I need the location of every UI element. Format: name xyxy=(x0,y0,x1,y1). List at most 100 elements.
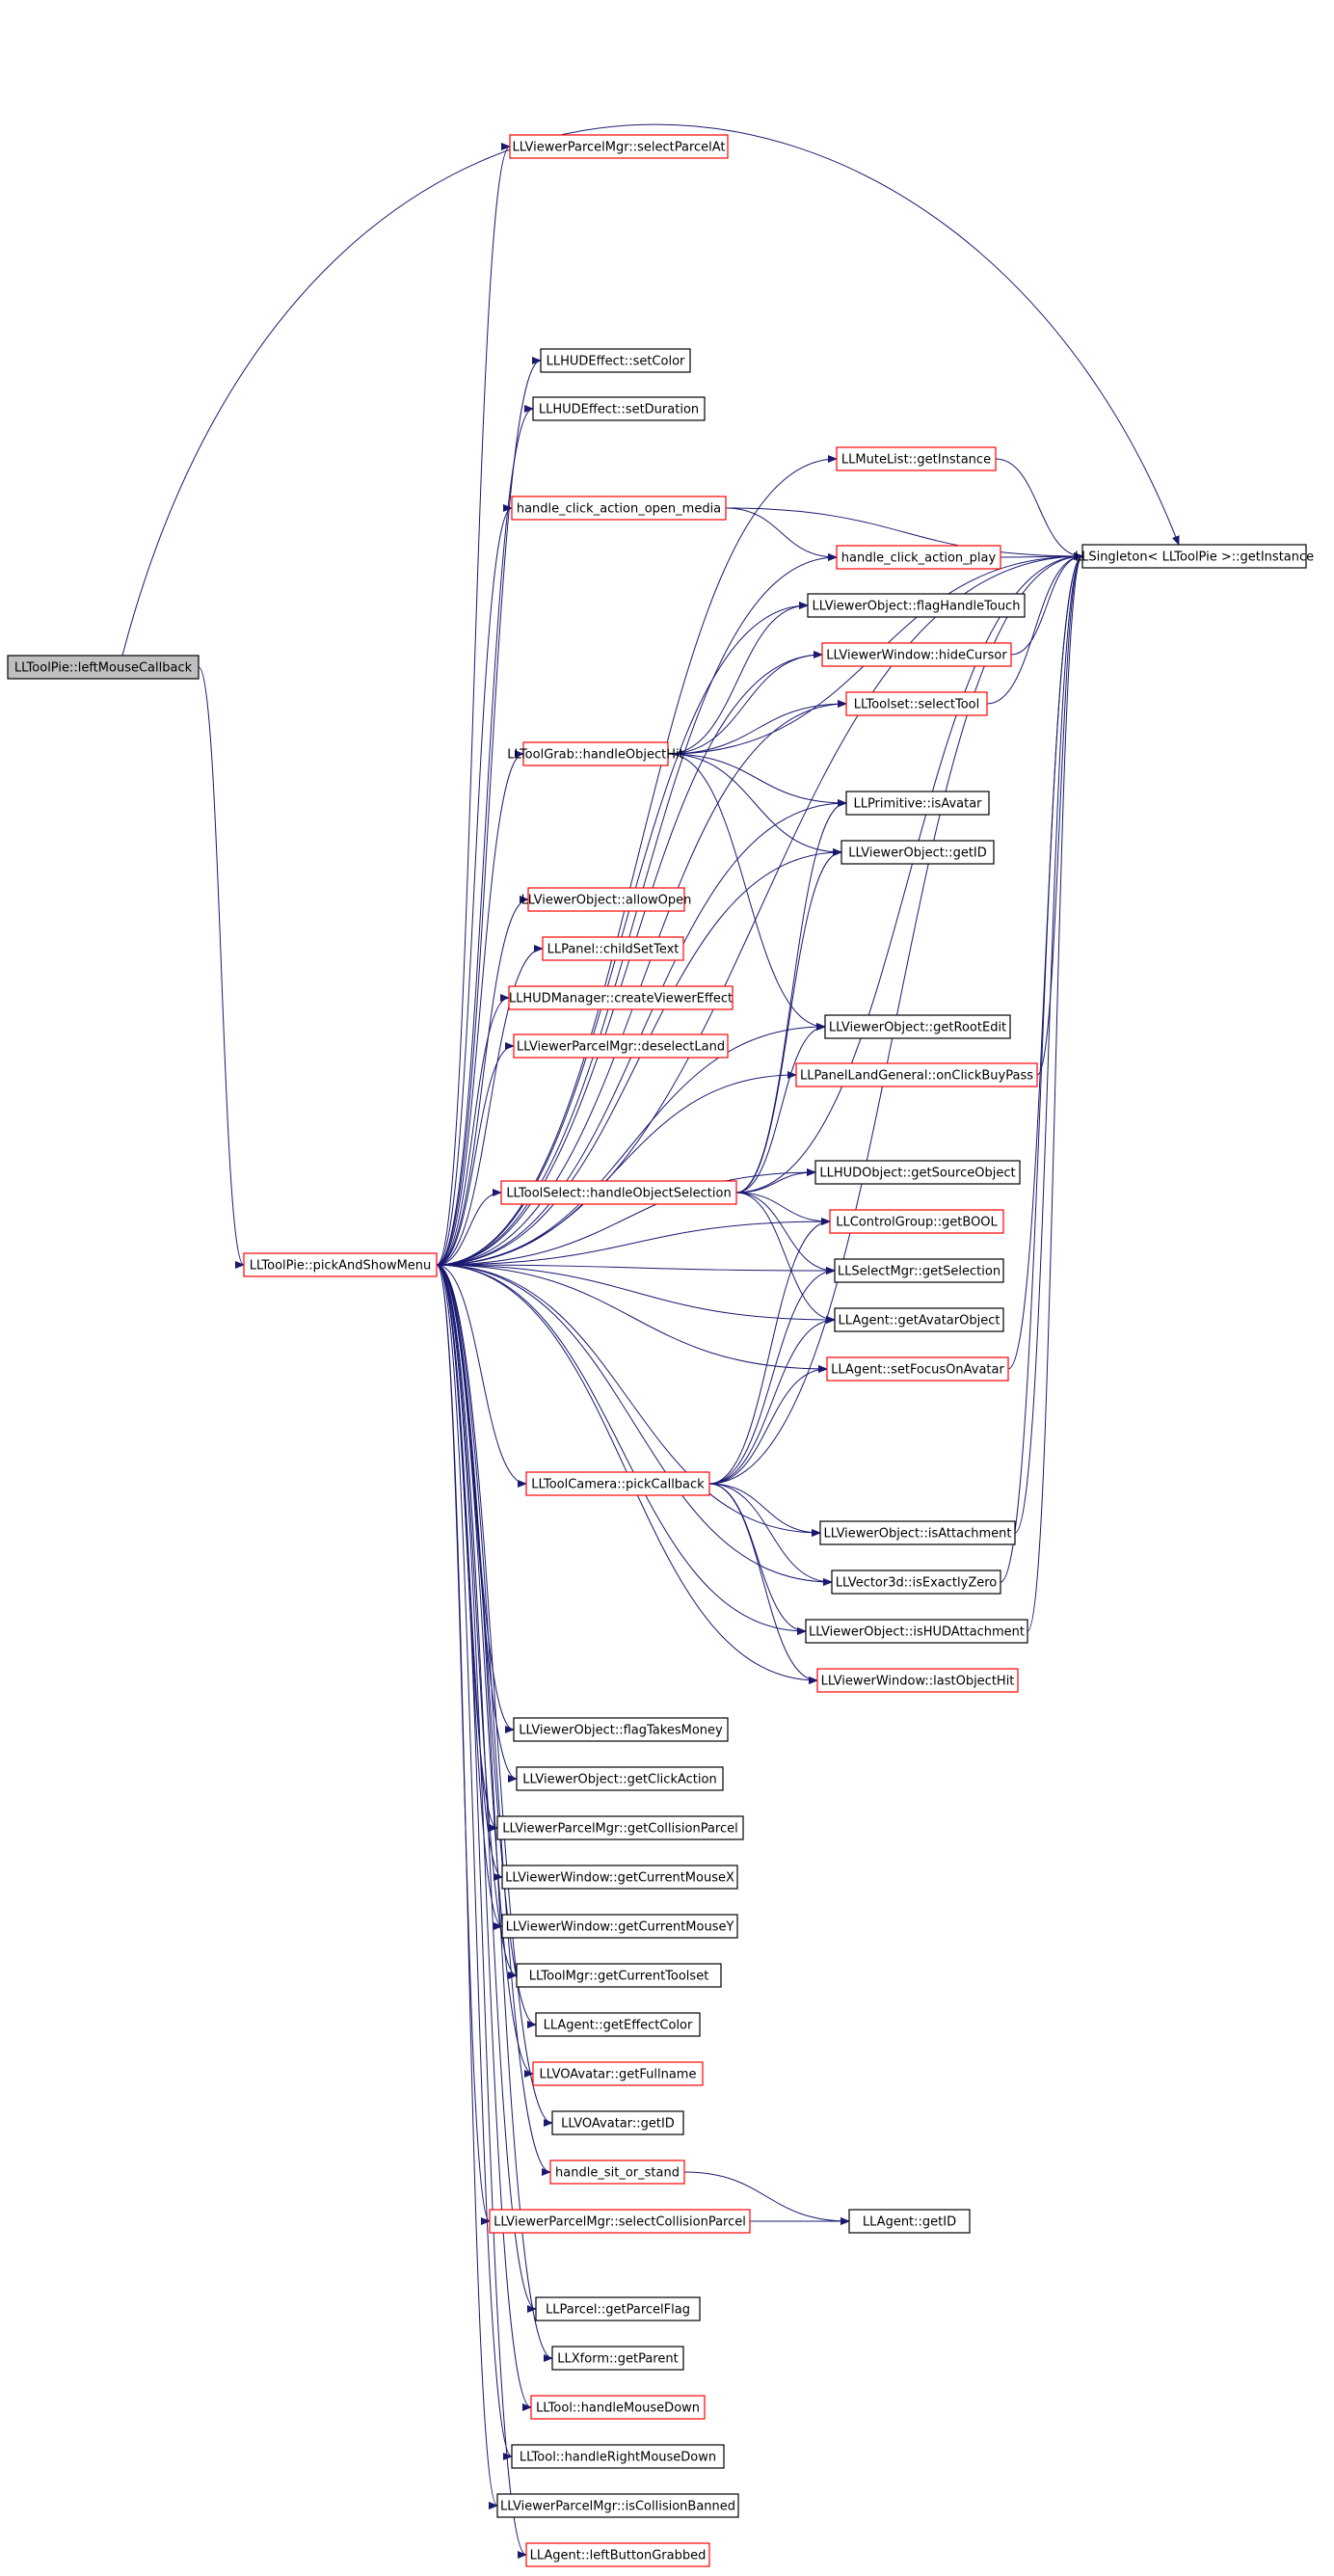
edge-pickAndShowMenu-to-parcelFlag xyxy=(436,1264,537,2313)
node-box xyxy=(1081,544,1307,569)
node-mouseX[interactable]: LLViewerWindow::getCurrentMouseX xyxy=(501,1865,738,1890)
node-box xyxy=(500,1180,737,1205)
node-box xyxy=(508,985,734,1010)
node-getBOOL[interactable]: LLControlGroup::getBOOL xyxy=(829,1209,1004,1234)
edge-grabHit-to-voGetID xyxy=(667,753,842,856)
edge-grabHit-to-flagHandleTouch xyxy=(667,602,809,755)
node-box xyxy=(516,1963,722,1988)
edge-pickAndShowMenu-to-vaGetID xyxy=(436,1264,553,2127)
node-fullname[interactable]: LLVOAvatar::getFullname xyxy=(532,2061,704,2086)
node-muteGetInstance[interactable]: LLMuteList::getInstance xyxy=(836,446,997,471)
node-getRootEdit[interactable]: LLViewerObject::getRootEdit xyxy=(824,1014,1011,1039)
node-label: LLAgent::getEffectColor xyxy=(544,2019,693,2033)
edge-pickCallback-to-isAttachment xyxy=(708,1483,821,1537)
node-deselectLand[interactable]: LLViewerParcelMgr::deselectLand xyxy=(513,1033,729,1059)
node-setFocusOnAvatar[interactable]: LLAgent::setFocusOnAvatar xyxy=(826,1356,1009,1382)
node-xformParent[interactable]: LLXform::getParent xyxy=(551,2346,684,2371)
node-childSetText[interactable]: LLPanel::childSetText xyxy=(542,936,684,961)
node-pickCallback[interactable]: LLToolCamera::pickCallback xyxy=(525,1471,710,1496)
node-grabHit[interactable]: LLToolGrab::handleObjectHit xyxy=(507,741,684,766)
edge-pickAndShowMenu-to-openMedia xyxy=(436,504,513,1266)
node-getAvatarObject[interactable]: LLAgent::getAvatarObject xyxy=(834,1307,1004,1332)
edge-pickAndShowMenu-to-grabHit xyxy=(436,750,524,1266)
edge-pickCallback-to-lastObjectHit xyxy=(708,1483,818,1684)
node-label: handle_sit_or_stand xyxy=(555,2166,680,2181)
node-box xyxy=(522,741,669,766)
node-getSelection[interactable]: LLSelectMgr::getSelection xyxy=(834,1258,1004,1283)
edge-pickAndShowMenu-to-isHUDAttachment xyxy=(436,1264,807,1635)
node-getClickAction[interactable]: LLViewerObject::getClickAction xyxy=(516,1766,724,1791)
node-label: LLHUDManager::createViewerEffect xyxy=(509,992,733,1006)
edge-pickAndShowMenu-to-childSetText xyxy=(436,945,544,1266)
edge-pickAndShowMenu-to-selectTool xyxy=(436,700,847,1266)
node-label: LLAgent::leftButtonGrabbed xyxy=(530,2549,707,2563)
node-label: LLViewerObject::isAttachment xyxy=(824,1527,1012,1542)
node-onClickBuyPass[interactable]: LLPanelLandGeneral::onClickBuyPass xyxy=(795,1062,1038,1087)
edge-pickAndShowMenu-to-rightMouseDown xyxy=(436,1264,513,2460)
node-allowOpen[interactable]: LLViewerObject::allowOpen xyxy=(521,887,692,912)
node-sitOrStand[interactable]: handle_sit_or_stand xyxy=(549,2160,685,2185)
node-isExactlyZero[interactable]: LLVector3d::isExactlyZero xyxy=(831,1570,1001,1595)
edge-selectHit-to-getRootEdit xyxy=(735,1023,826,1194)
node-label: LLHUDEffect::setColor xyxy=(547,355,685,369)
edge-pickAndShowMenu-to-setFocusOnAvatar xyxy=(436,1264,828,1373)
node-currentToolset[interactable]: LLToolMgr::getCurrentToolset xyxy=(516,1963,722,1988)
node-hudSetDuration[interactable]: LLHUDEffect::setDuration xyxy=(532,396,706,421)
edge-pickAndShowMenu-to-hudSetColor xyxy=(436,357,542,1266)
node-flagHandleTouch[interactable]: LLViewerObject::flagHandleTouch xyxy=(807,593,1026,618)
node-label: LLHUDEffect::setDuration xyxy=(539,403,699,417)
node-isAvatar[interactable]: LLPrimitive::isAvatar xyxy=(845,791,990,816)
edge-pickAndShowMenu-to-muteGetInstance xyxy=(436,455,838,1266)
node-mouseDown[interactable]: LLTool::handleMouseDown xyxy=(530,2395,706,2420)
node-box xyxy=(535,2012,701,2037)
node-label: LLViewerObject::flagHandleTouch xyxy=(813,600,1021,614)
node-selectCollisionParcel[interactable]: LLViewerParcelMgr::selectCollisionParcel xyxy=(489,2209,751,2234)
node-rightMouseDown[interactable]: LLTool::handleRightMouseDown xyxy=(511,2444,725,2469)
node-openMedia[interactable]: handle_click_action_open_media xyxy=(511,496,727,521)
node-selectHit[interactable]: LLToolSelect::handleObjectSelection xyxy=(500,1180,737,1205)
node-label: LLTool::handleMouseDown xyxy=(536,2402,700,2416)
node-isAttachment[interactable]: LLViewerObject::isAttachment xyxy=(819,1520,1016,1545)
node-label: LLViewerParcelMgr::selectCollisionParcel xyxy=(494,2215,746,2230)
node-selectTool[interactable]: LLToolset::selectTool xyxy=(845,691,988,716)
node-box xyxy=(7,655,200,680)
node-box xyxy=(829,1209,1004,1234)
edge-sitOrStand-to-agentGetID xyxy=(683,2171,850,2225)
node-hudSetColor[interactable]: LLHUDEffect::setColor xyxy=(540,348,691,373)
node-singleton[interactable]: LLSingleton< LLToolPie >::getInstance xyxy=(1075,544,1314,569)
node-getCollisionParcel[interactable]: LLViewerParcelMgr::getCollisionParcel xyxy=(496,1815,744,1840)
edge-pickAndShowMenu-to-createViewerEffect xyxy=(436,994,510,1266)
edge-selectTool-to-singleton xyxy=(986,552,1083,705)
edge-pickAndShowMenu-to-selectHit xyxy=(436,1189,502,1266)
node-getSourceObject[interactable]: LLHUDObject::getSourceObject xyxy=(814,1160,1021,1185)
node-flagTakesMoney[interactable]: LLViewerObject::flagTakesMoney xyxy=(513,1717,729,1742)
edge-muteGetInstance-to-singleton xyxy=(995,458,1083,560)
node-parcelFlag[interactable]: LLParcel::getParcelFlag xyxy=(535,2296,701,2321)
node-voGetID[interactable]: LLViewerObject::getID xyxy=(840,840,995,865)
node-label: LLViewerObject::allowOpen xyxy=(521,894,692,908)
node-mouseY[interactable]: LLViewerWindow::getCurrentMouseY xyxy=(501,1914,738,1939)
node-label: LLViewerObject::getClickAction xyxy=(522,1773,716,1787)
node-vaGetID[interactable]: LLVOAvatar::getID xyxy=(551,2110,684,2135)
node-effectColor[interactable]: LLAgent::getEffectColor xyxy=(535,2012,701,2037)
node-leftButtonGrabbed[interactable]: LLAgent::leftButtonGrabbed xyxy=(525,2542,710,2567)
edge-pickAndShowMenu-to-getRootEdit xyxy=(436,1023,826,1266)
edge-pickCallback-to-getSelection xyxy=(708,1267,836,1485)
node-label: LLViewerObject::getRootEdit xyxy=(829,1021,1006,1035)
node-pickAndShowMenu[interactable]: LLToolPie::pickAndShowMenu xyxy=(243,1252,438,1277)
edge-pickAndShowMenu-to-getAvatarObject xyxy=(436,1264,836,1324)
node-isHUDAttachment[interactable]: LLViewerObject::isHUDAttachment xyxy=(805,1619,1028,1644)
node-box xyxy=(527,887,685,912)
node-agentGetID[interactable]: LLAgent::getID xyxy=(848,2209,971,2234)
node-actionPlay[interactable]: handle_click_action_play xyxy=(836,545,1001,570)
edge-pickAndShowMenu-to-isAttachment xyxy=(436,1264,821,1537)
node-isCollisionBanned[interactable]: LLViewerParcelMgr::isCollisionBanned xyxy=(496,2493,739,2518)
node-lastObjectHit[interactable]: LLViewerWindow::lastObjectHit xyxy=(816,1668,1019,1693)
node-box xyxy=(816,1668,1019,1693)
node-hideCursor[interactable]: LLViewerWindow::hideCursor xyxy=(821,642,1012,667)
node-selectParcelAt[interactable]: LLViewerParcelMgr::selectParcelAt xyxy=(509,134,729,159)
node-createViewerEffect[interactable]: LLHUDManager::createViewerEffect xyxy=(508,985,734,1010)
edge-pickAndShowMenu-to-fullname xyxy=(436,1264,534,2078)
node-label: LLViewerWindow::hideCursor xyxy=(826,649,1007,663)
